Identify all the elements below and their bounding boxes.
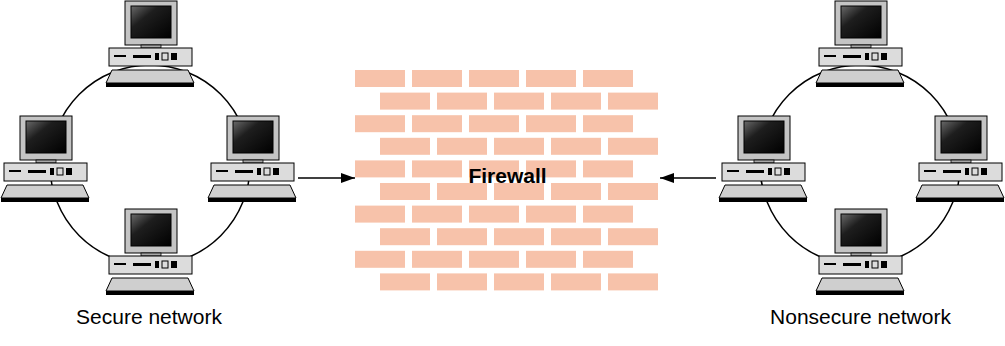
brick [583, 251, 633, 268]
brick [469, 70, 519, 87]
brick [583, 70, 633, 87]
computer-icon [208, 116, 296, 202]
brick [526, 115, 576, 132]
brick [551, 183, 601, 200]
firewall-wall: Firewall [355, 68, 660, 292]
brick [412, 160, 462, 177]
brick [412, 70, 462, 87]
brick [355, 70, 405, 87]
network-group: Secure network [0, 0, 298, 346]
computer-icon [816, 209, 904, 295]
brick [412, 206, 462, 223]
brick [469, 115, 519, 132]
brick [437, 273, 487, 290]
network-group: Nonsecure network [716, 0, 1005, 346]
brick [608, 93, 658, 110]
brick [355, 115, 405, 132]
brick [526, 70, 576, 87]
brick [355, 251, 405, 268]
brick [608, 273, 658, 290]
computer-icon [106, 209, 194, 295]
brick [494, 273, 544, 290]
brick [437, 93, 487, 110]
computer-icon [916, 116, 1004, 202]
arrow-connector [298, 177, 355, 178]
brick [380, 138, 430, 155]
brick [583, 160, 633, 177]
firewall-label: Firewall [355, 164, 660, 188]
computer-icon [1, 116, 89, 202]
brick [494, 93, 544, 110]
brick [469, 206, 519, 223]
arrow-connector [660, 177, 716, 178]
brick [494, 228, 544, 245]
brick [608, 228, 658, 245]
network-label: Nonsecure network [716, 305, 1005, 329]
brick [551, 93, 601, 110]
network-label: Secure network [0, 305, 298, 329]
brick [380, 183, 430, 200]
brick [583, 206, 633, 223]
brick [551, 228, 601, 245]
computer-icon [106, 1, 194, 87]
brick [380, 93, 430, 110]
brick [412, 251, 462, 268]
brick [583, 115, 633, 132]
brick [437, 228, 487, 245]
brick [355, 160, 405, 177]
brick [551, 273, 601, 290]
brick [608, 138, 658, 155]
brick [551, 138, 601, 155]
brick [608, 183, 658, 200]
computer-icon [816, 1, 904, 87]
brick [380, 228, 430, 245]
brick [494, 138, 544, 155]
brick [355, 206, 405, 223]
computer-icon [719, 116, 807, 202]
brick [412, 115, 462, 132]
brick [380, 273, 430, 290]
brick [526, 206, 576, 223]
brick [526, 251, 576, 268]
brick [437, 138, 487, 155]
brick [469, 251, 519, 268]
